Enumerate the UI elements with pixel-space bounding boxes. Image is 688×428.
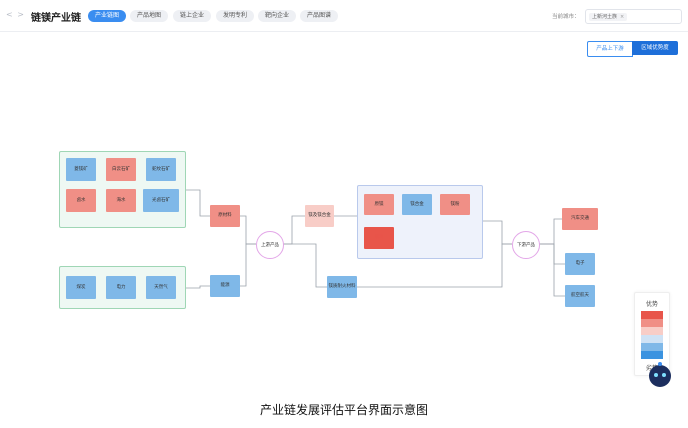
city-tag[interactable]: 上新河土族× (589, 12, 628, 21)
tab-chain-companies[interactable]: 链上企业 (173, 10, 211, 22)
node-energy[interactable]: 能源 (210, 275, 240, 297)
toggle-regional-advantage[interactable]: 区域优势度 (632, 41, 678, 55)
link-down-to-electronics (538, 243, 565, 265)
node-mid-3[interactable]: 镁粉 (440, 194, 470, 215)
node-downstream-1[interactable]: 汽车交通 (562, 208, 598, 230)
link-mid-to-downstream (481, 220, 512, 245)
link-energy-to-power (184, 285, 210, 289)
node-energy-1[interactable]: 煤炭 (66, 276, 96, 299)
link-raw-to-upstream (240, 215, 256, 245)
link-power-to-upstream (240, 243, 256, 287)
legend-swatch-6 (641, 351, 663, 359)
assistant-robot-icon[interactable] (649, 362, 671, 387)
tab-target-companies[interactable]: 靶向企业 (258, 10, 296, 22)
tab-product-map[interactable]: 产品地图 (130, 10, 168, 22)
tab-patents[interactable]: 发明专利 (216, 10, 254, 22)
circle-upstream-products[interactable]: 上游产品 (256, 231, 284, 259)
node-mid-1[interactable]: 原镁 (364, 194, 394, 215)
link-mineral-to-raw (184, 189, 210, 217)
node-mineral-4[interactable]: 卤水 (66, 189, 96, 212)
legend-swatch-2 (641, 319, 663, 327)
node-mineral-6[interactable]: 光卤石矿 (143, 189, 179, 212)
node-downstream-2[interactable]: 电子 (565, 253, 595, 275)
tab-industry-chain[interactable]: 产业链图 (88, 10, 126, 22)
link-down-to-auto (538, 218, 562, 245)
link-down-to-aero (538, 243, 565, 297)
city-tag-label: 上新河土族 (592, 13, 618, 20)
node-mid-2[interactable]: 镁合金 (402, 194, 432, 215)
legend-swatch-3 (641, 327, 663, 335)
city-select[interactable]: 上新河土族× (585, 9, 682, 24)
figure-caption: 产业链发展评估平台界面示意图 (259, 403, 428, 417)
node-energy-3[interactable]: 天然气 (146, 276, 176, 299)
node-mineral-3[interactable]: 蛇纹石矿 (146, 158, 176, 181)
robot-antenna (658, 362, 662, 366)
link-upstream-to-metal (282, 215, 305, 245)
legend-top-label: 优势 (645, 301, 658, 308)
robot-eye-right (662, 373, 666, 377)
link-upstream-to-refractory (282, 243, 327, 288)
legend-swatch-4 (641, 335, 663, 343)
advantage-legend: 优势 劣势 (634, 292, 670, 376)
city-tag-close-icon[interactable]: × (620, 13, 625, 20)
top-bar: < > 链镁产业链 产业链图 产品地图 链上企业 发明专利 靶向企业 产品图谱 … (0, 0, 688, 32)
node-downstream-3[interactable]: 航空航天 (565, 285, 595, 307)
node-mid-4[interactable]: 镁屑 (364, 227, 394, 249)
tab-product-graph[interactable]: 产品图谱 (300, 10, 338, 22)
back-forward-arrows[interactable]: < > (6, 10, 25, 19)
node-mineral-5[interactable]: 海水 (106, 189, 136, 212)
link-refractory-to-downstream (357, 243, 512, 288)
app-title: 链镁产业链 (31, 13, 81, 24)
current-city-label: 当前城市： (552, 14, 580, 20)
node-refractory[interactable]: 镁质耐火材料 (327, 276, 357, 298)
node-metal-magnesium[interactable]: 镁及镁合金 (305, 205, 334, 227)
toggle-upstream-downstream[interactable]: 产品上下游 (587, 41, 633, 57)
node-raw-material[interactable]: 原材料 (210, 205, 240, 227)
legend-swatch-5 (641, 343, 663, 351)
legend-swatch-1 (641, 311, 663, 319)
circle-downstream-products[interactable]: 下游产品 (512, 231, 540, 259)
node-mineral-2[interactable]: 白云石矿 (106, 158, 136, 181)
node-energy-2[interactable]: 电力 (106, 276, 136, 299)
node-mineral-1[interactable]: 菱镁矿 (66, 158, 96, 181)
robot-eye-left (654, 373, 658, 377)
